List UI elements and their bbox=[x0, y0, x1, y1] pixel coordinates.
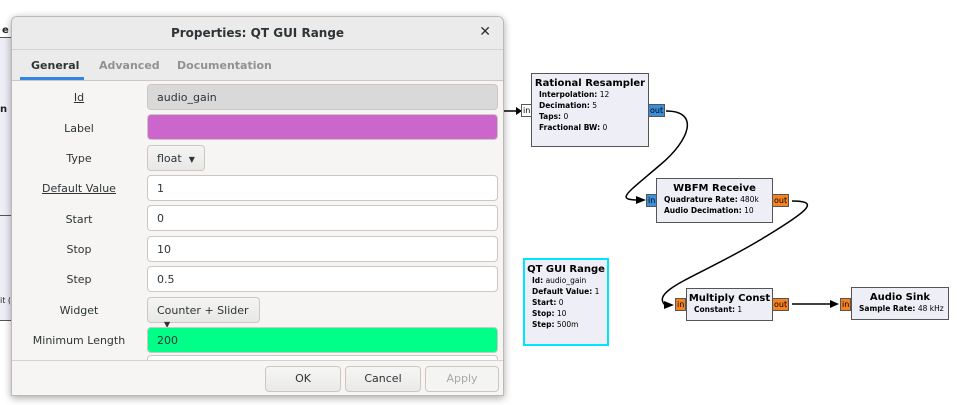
param-value: 0 bbox=[602, 123, 608, 132]
param-key: Step: bbox=[532, 320, 555, 329]
param-value: audio_gain bbox=[545, 276, 587, 285]
default-value-label: Default Value bbox=[42, 182, 116, 195]
caret-down-icon: ▼ bbox=[188, 155, 195, 164]
partial-text: it ( bbox=[0, 296, 12, 305]
start-field[interactable]: 0 bbox=[147, 205, 498, 231]
step-label: Step bbox=[66, 273, 92, 286]
minimum-length-field[interactable]: 200 bbox=[147, 327, 498, 353]
param-key: Constant: bbox=[694, 305, 736, 314]
block-param: Decimation: 5 bbox=[539, 100, 648, 111]
partial-text: n ( bbox=[0, 104, 16, 115]
param-value: 10 bbox=[556, 309, 567, 318]
param-value: 12 bbox=[599, 90, 610, 99]
port-out[interactable]: out bbox=[648, 104, 666, 117]
port-in[interactable]: in bbox=[646, 194, 658, 207]
block-rational-resampler[interactable]: Rational Resampler Interpolation: 12 Dec… bbox=[531, 73, 649, 147]
block-title: QT GUI Range bbox=[527, 264, 605, 275]
block-param: Stop: 10 bbox=[532, 308, 607, 319]
active-tab-indicator bbox=[20, 77, 84, 80]
block-param: Taps: 0 bbox=[539, 111, 648, 122]
type-label: Type bbox=[66, 152, 92, 165]
param-value: 0 bbox=[563, 112, 569, 121]
label-field[interactable] bbox=[147, 114, 498, 140]
tab-bar: General Advanced Documentation bbox=[12, 50, 503, 81]
tab-documentation[interactable]: Documentation bbox=[177, 59, 272, 72]
block-param: Sample Rate: 48 kHz bbox=[859, 303, 948, 314]
port-in[interactable]: in bbox=[521, 104, 533, 117]
start-label: Start bbox=[65, 213, 93, 226]
port-in[interactable]: in bbox=[675, 298, 687, 311]
widget-value: Counter + Slider bbox=[157, 304, 249, 317]
param-value: 0 bbox=[558, 298, 564, 307]
block-param: Step: 500m bbox=[532, 319, 607, 330]
type-value: float bbox=[157, 152, 182, 165]
param-value: 1 bbox=[594, 287, 600, 296]
param-key: Id: bbox=[532, 276, 544, 285]
default-value-field[interactable]: 1 bbox=[147, 175, 498, 201]
partial-text: e bbox=[2, 25, 9, 36]
block-param: Id: audio_gain bbox=[532, 275, 607, 286]
dialog-titlebar[interactable]: Properties: QT GUI Range ✕ bbox=[12, 17, 503, 50]
param-key: Audio Decimation: bbox=[664, 206, 742, 215]
tab-general[interactable]: General bbox=[31, 59, 80, 72]
param-key: Default Value: bbox=[532, 287, 593, 296]
block-param: Fractional BW: 0 bbox=[539, 122, 648, 133]
widget-dropdown[interactable]: Counter + Slider ▼ bbox=[147, 297, 260, 329]
param-value: 10 bbox=[744, 206, 754, 215]
partial-divider bbox=[0, 215, 12, 216]
port-out[interactable]: out bbox=[772, 298, 790, 311]
type-dropdown[interactable]: float ▼ bbox=[147, 145, 205, 171]
param-key: Quadrature Rate: bbox=[664, 195, 738, 204]
properties-dialog: Properties: QT GUI Range ✕ General Advan… bbox=[11, 16, 504, 396]
param-value: 5 bbox=[592, 101, 598, 110]
stop-label: Stop bbox=[66, 243, 92, 256]
port-out[interactable]: out bbox=[772, 194, 790, 207]
param-key: Sample Rate: bbox=[859, 304, 916, 313]
param-key: Fractional BW: bbox=[539, 123, 601, 132]
block-multiply-const[interactable]: Multiply Const Constant: 1 bbox=[686, 288, 773, 321]
block-param: Audio Decimation: 10 bbox=[664, 205, 772, 216]
param-value: 500m bbox=[556, 320, 579, 329]
cancel-button[interactable]: Cancel bbox=[345, 366, 421, 392]
caret-down-icon: ▼ bbox=[164, 320, 171, 329]
id-label: Id bbox=[73, 91, 85, 104]
param-key: Taps: bbox=[539, 112, 562, 121]
block-title: WBFM Receive bbox=[673, 183, 756, 194]
close-icon[interactable]: ✕ bbox=[479, 24, 491, 40]
dialog-button-bar: OK Cancel Apply bbox=[12, 360, 503, 395]
block-param: Quadrature Rate: 480k bbox=[664, 194, 772, 205]
param-key: Decimation: bbox=[539, 101, 590, 110]
block-param: Start: 0 bbox=[532, 297, 607, 308]
param-value: 1 bbox=[737, 305, 743, 314]
block-param: Constant: 1 bbox=[694, 304, 772, 315]
block-wbfm-receive[interactable]: WBFM Receive Quadrature Rate: 480k Audio… bbox=[656, 178, 773, 223]
label-label: Label bbox=[64, 122, 94, 135]
stop-field[interactable]: 10 bbox=[147, 236, 498, 262]
block-qt-gui-range[interactable]: QT GUI Range Id: audio_gain Default Valu… bbox=[523, 258, 609, 346]
block-param: Interpolation: 12 bbox=[539, 89, 648, 100]
block-audio-sink[interactable]: Audio Sink Sample Rate: 48 kHz bbox=[851, 287, 949, 320]
tab-advanced[interactable]: Advanced bbox=[99, 59, 160, 72]
minimum-length-label: Minimum Length bbox=[32, 334, 126, 347]
block-title: Rational Resampler bbox=[534, 78, 646, 89]
block-param: Default Value: 1 bbox=[532, 286, 607, 297]
param-key: Start: bbox=[532, 298, 557, 307]
param-key: Stop: bbox=[532, 309, 555, 318]
param-value: 48 kHz bbox=[917, 304, 944, 313]
block-title: Audio Sink bbox=[869, 292, 931, 303]
ok-button[interactable]: OK bbox=[265, 366, 341, 392]
block-title: Multiply Const bbox=[688, 293, 771, 304]
step-field[interactable]: 0.5 bbox=[147, 266, 498, 292]
widget-label: Widget bbox=[59, 304, 99, 317]
apply-button[interactable]: Apply bbox=[425, 366, 499, 392]
param-key: Interpolation: bbox=[539, 90, 598, 99]
id-field[interactable]: audio_gain bbox=[147, 84, 498, 110]
dialog-title: Properties: QT GUI Range bbox=[170, 26, 345, 40]
port-in[interactable]: in bbox=[840, 298, 852, 311]
param-value: 480k bbox=[740, 195, 759, 204]
